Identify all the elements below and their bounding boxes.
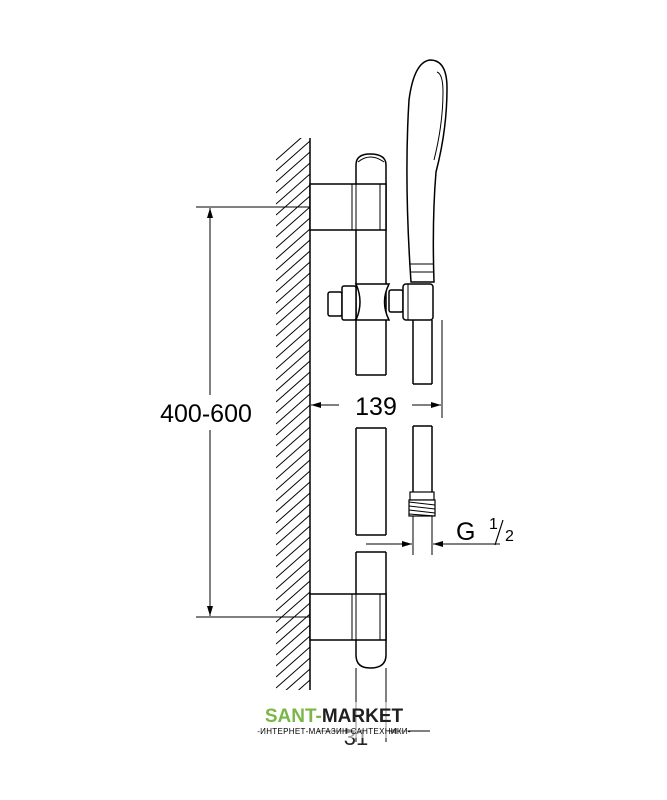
projection-dimension bbox=[311, 320, 443, 418]
rail-middle-segment bbox=[355, 427, 387, 536]
rail-top-segment bbox=[355, 153, 387, 376]
hatch-line bbox=[276, 151, 310, 183]
hatch-line bbox=[276, 525, 310, 557]
hatch-line bbox=[285, 668, 310, 690]
hatch-line bbox=[276, 228, 310, 260]
hatch-line bbox=[276, 272, 310, 304]
height-range-label: 400-600 bbox=[160, 400, 252, 428]
height-dimension bbox=[196, 206, 310, 618]
hatch-line bbox=[276, 371, 310, 403]
watermark-brand-separator: - bbox=[316, 706, 322, 727]
thread-denominator-label: 2 bbox=[505, 528, 514, 545]
hatch-line bbox=[276, 558, 310, 590]
svg-text:SANT-MARKET: SANT-MARKET bbox=[265, 706, 404, 727]
hatch-line bbox=[276, 646, 310, 678]
hatch-line bbox=[276, 492, 310, 524]
hatch-line bbox=[276, 138, 302, 161]
hatch-line bbox=[276, 261, 310, 293]
hatch-line bbox=[276, 657, 310, 689]
watermark-brand-part1: SANT bbox=[265, 706, 317, 727]
hatch-line bbox=[276, 547, 310, 579]
thread-numerator-label: 1 bbox=[489, 516, 498, 533]
hatch-line bbox=[276, 250, 310, 282]
hatch-line bbox=[276, 404, 310, 436]
hatch-line bbox=[297, 679, 310, 690]
lower-wall-bracket bbox=[309, 593, 387, 641]
hatch-line bbox=[276, 349, 310, 381]
hatch-line bbox=[276, 393, 310, 425]
hose-thread-fitting bbox=[408, 491, 436, 555]
hatch-line bbox=[276, 316, 310, 348]
hatch-line bbox=[276, 173, 310, 205]
thread-fraction-slash bbox=[494, 519, 504, 546]
hatch-line bbox=[276, 360, 310, 392]
hatch-line bbox=[276, 426, 310, 458]
projection-label: 139 bbox=[355, 393, 397, 421]
hatch-line bbox=[276, 140, 310, 172]
hatch-line bbox=[276, 503, 310, 535]
thread-prefix-label: G bbox=[456, 518, 475, 546]
hatch-line bbox=[276, 602, 310, 634]
shower-hose bbox=[412, 320, 433, 492]
hatch-line bbox=[276, 217, 310, 249]
sant-market-watermark: SANT-MARKET -ИНТЕРНЕТ-МАГАЗИН САНТЕХНИКИ… bbox=[257, 702, 411, 738]
hatch-line bbox=[276, 382, 310, 414]
hatch-line bbox=[276, 470, 310, 502]
hatch-line bbox=[276, 327, 310, 359]
watermark-tagline: -ИНТЕРНЕТ-МАГАЗИН САНТЕХНИКИ- bbox=[257, 727, 411, 736]
hatch-line bbox=[276, 437, 310, 469]
hatch-line bbox=[276, 481, 310, 513]
hatch-line bbox=[276, 580, 310, 612]
hatch-line bbox=[276, 162, 310, 194]
hand-shower bbox=[406, 59, 448, 283]
wall-hatching bbox=[276, 138, 310, 690]
hatch-line bbox=[276, 459, 310, 491]
hatch-line bbox=[276, 569, 310, 601]
watermark-brand-part2: MARKET bbox=[322, 706, 404, 727]
hatch-line bbox=[276, 536, 310, 568]
hatch-line bbox=[276, 195, 310, 227]
slider-holder bbox=[327, 283, 434, 321]
hatch-line bbox=[276, 448, 310, 480]
hatch-line bbox=[276, 184, 310, 216]
hatch-line bbox=[276, 635, 310, 667]
hatch-line bbox=[276, 305, 310, 337]
hatch-line bbox=[276, 514, 310, 546]
hatch-line bbox=[276, 613, 310, 645]
hatch-line bbox=[276, 415, 310, 447]
hatch-line bbox=[276, 239, 310, 271]
hatch-line bbox=[276, 206, 310, 238]
upper-wall-bracket bbox=[309, 183, 387, 231]
hatch-line bbox=[276, 338, 310, 370]
hatch-line bbox=[276, 624, 310, 656]
hatch-line bbox=[276, 283, 310, 315]
rail-bottom-segment bbox=[355, 551, 387, 669]
hatch-line bbox=[276, 294, 310, 326]
